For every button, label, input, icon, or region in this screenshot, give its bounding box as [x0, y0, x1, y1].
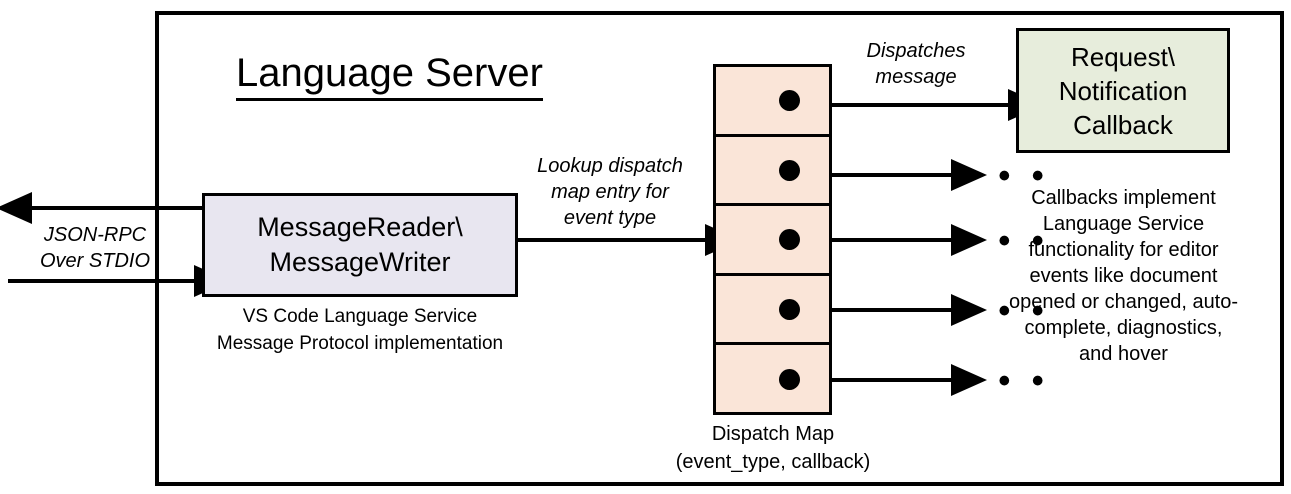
callback-dot-icon — [779, 90, 800, 112]
label-dispatches-line1: Dispatches — [866, 40, 966, 62]
callback-dot-icon — [779, 368, 800, 390]
label-jsonrpc: JSON-RPC Over STDIO — [20, 222, 170, 274]
ellipsis-row-5: • • • — [965, 362, 1050, 400]
dispatch-map-cell[interactable] — [716, 67, 829, 137]
callback-dot-icon — [779, 229, 800, 251]
label-jsonrpc-line1: JSON-RPC — [43, 224, 147, 246]
message-reader-writer-box[interactable]: MessageReader\ MessageWriter — [202, 193, 518, 297]
label-dispatches-line2: message — [875, 66, 957, 88]
reader-caption-line2: Message Protocol implementation — [216, 333, 504, 354]
dispatch-map-cell[interactable] — [716, 206, 829, 276]
label-lookup-line3: event type — [563, 207, 657, 229]
callback-box-line3: Callback — [1073, 109, 1173, 140]
page-title: Language Server — [236, 49, 543, 101]
dispatch-map-caption: Dispatch Map (event_type, callback) — [643, 420, 903, 476]
request-notification-callback-box[interactable]: Request\ Notification Callback — [1016, 28, 1230, 153]
label-lookup-line1: Lookup dispatch — [537, 155, 683, 177]
dispatch-map-cell[interactable] — [716, 276, 829, 346]
reader-caption-line1: VS Code Language Service — [242, 306, 478, 327]
callback-dot-icon — [779, 299, 800, 321]
callback-caption: Callbacks implement Language Service fun… — [1008, 187, 1239, 365]
dispatch-map-table[interactable] — [713, 64, 832, 415]
label-dispatches-message: Dispatches message — [836, 38, 996, 90]
language-server-frame — [155, 11, 1284, 486]
reader-box-line1: MessageReader\ — [257, 212, 463, 242]
dispatch-caption-line2: (event_type, callback) — [675, 451, 871, 473]
callback-dot-icon — [779, 159, 800, 181]
label-lookup-line2: map entry for — [551, 181, 669, 203]
dispatch-map-cell[interactable] — [716, 345, 829, 412]
label-lookup-dispatch: Lookup dispatch map entry for event type — [518, 153, 702, 231]
dispatch-caption-line1: Dispatch Map — [711, 423, 835, 445]
dispatch-map-cell[interactable] — [716, 137, 829, 207]
ellipsis-row-2: • • • — [965, 157, 1050, 195]
reader-box-line2: MessageWriter — [269, 247, 451, 277]
message-reader-caption: VS Code Language Service Message Protoco… — [202, 303, 518, 357]
callback-box-line2: Notification — [1058, 75, 1188, 106]
callback-box-line1: Request\ — [1070, 41, 1176, 72]
label-jsonrpc-line2: Over STDIO — [39, 250, 150, 272]
